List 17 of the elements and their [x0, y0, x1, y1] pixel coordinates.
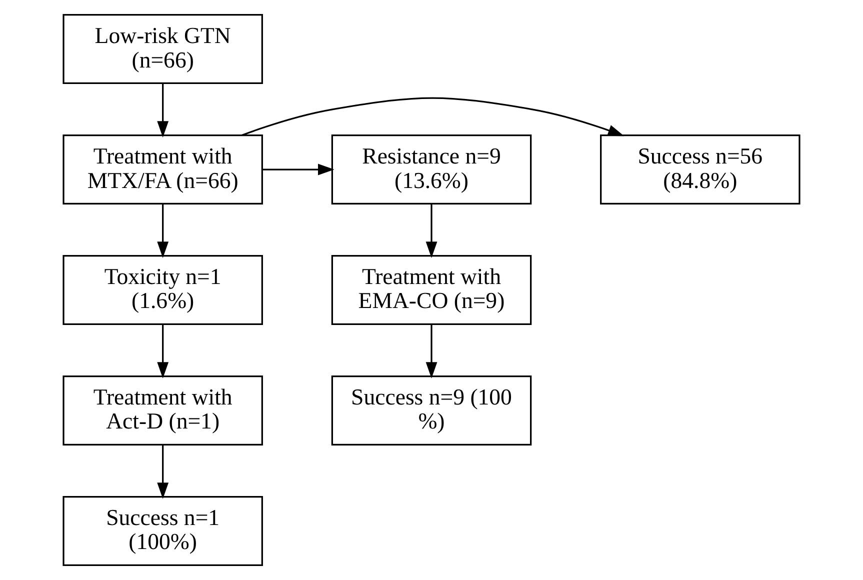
node-box: Resistance n=9 (13.6%) [331, 134, 532, 205]
node-box: Success n=56 (84.8%) [600, 134, 800, 205]
arrow [242, 97, 624, 136]
node-box: Treatment with EMA-CO (n=9) [331, 255, 532, 325]
node-box: Treatment with MTX/FA (n=66) [62, 134, 263, 205]
arrow [157, 444, 169, 499]
node-box: Low-risk GTN (n=66) [62, 14, 263, 84]
node-box: Treatment with Act-D (n=1) [62, 375, 263, 446]
arrow [157, 324, 169, 378]
node-box: Toxicity n=1 (1.6%) [62, 255, 263, 325]
arrow [157, 83, 169, 138]
arrow [157, 204, 169, 258]
node-box: Success n=9 (100 %) [331, 375, 532, 446]
node-box: Success n=1 (100%) [62, 496, 263, 566]
arrow [426, 204, 438, 258]
arrow [426, 324, 438, 378]
arrow [262, 164, 334, 176]
